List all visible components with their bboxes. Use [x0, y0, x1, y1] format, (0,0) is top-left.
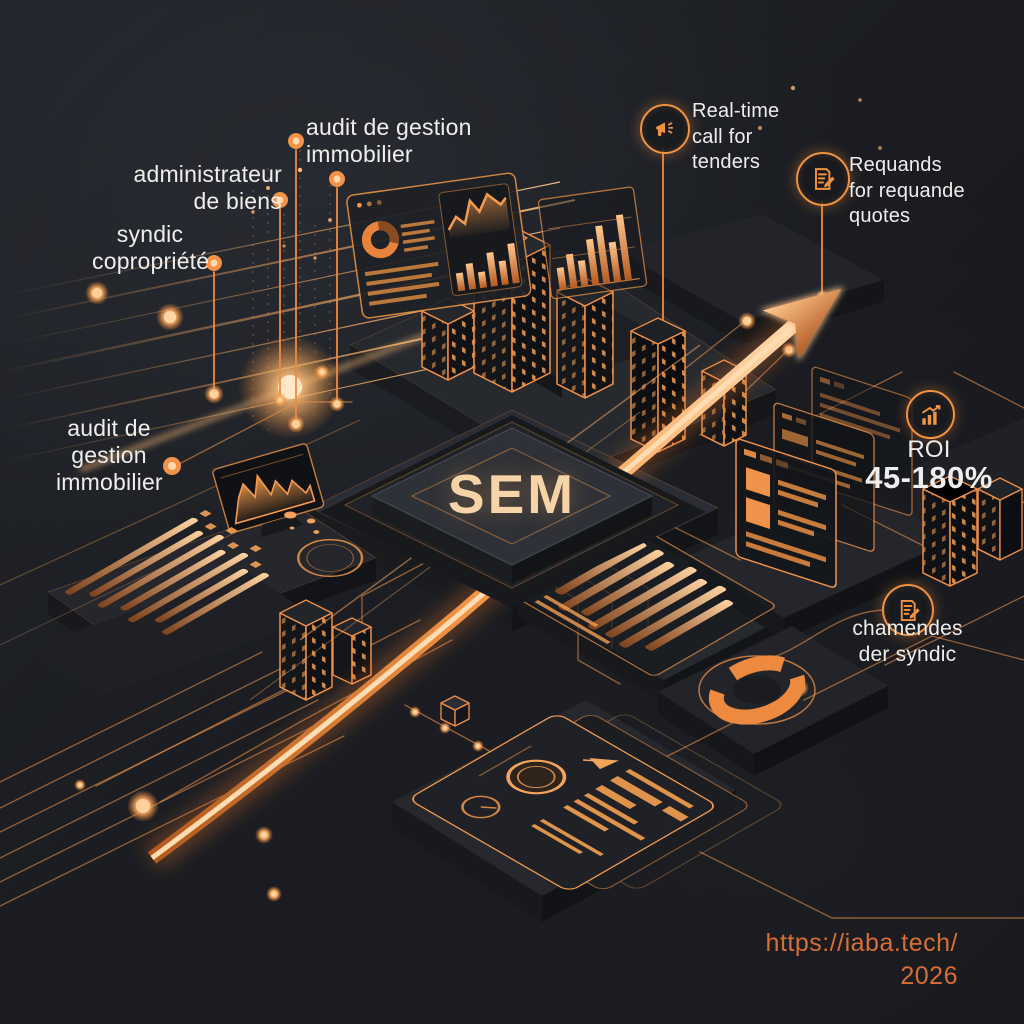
document-pencil-icon — [796, 152, 850, 206]
website-url: https://iaba.tech/ — [765, 929, 958, 957]
callout-line: der syndic — [858, 643, 957, 667]
callout-line: call for — [692, 125, 753, 148]
callout-line: immobilier — [56, 469, 163, 496]
callout-line: immobilier — [306, 141, 413, 168]
bar-chart-panel — [537, 186, 648, 300]
growth-chart-glyph — [921, 404, 941, 425]
callout-administrateur: administrateur de biens — [122, 161, 282, 215]
stacked-windows — [735, 366, 913, 588]
document-pencil-icon — [882, 584, 934, 636]
callout-syndic-copropriete: syndic copropriété — [92, 221, 210, 275]
building — [279, 599, 333, 701]
callout-line: Real-time — [692, 100, 780, 122]
small-cube — [440, 695, 470, 727]
document-card — [412, 714, 782, 890]
document-pencil-glyph — [900, 599, 920, 621]
left-bars-dashboard — [64, 510, 364, 635]
area-chart-screen — [212, 443, 325, 538]
footer-year: 2026 — [900, 961, 958, 990]
sem-chip — [320, 415, 706, 608]
callout-chamendes-syndic: chamendes der syndic — [835, 616, 980, 669]
doc-gauge — [461, 745, 532, 819]
building — [332, 617, 372, 685]
roi-label: ROI — [907, 436, 951, 463]
callout-line: gestion — [71, 442, 147, 469]
callout-audit-gestion-top: audit de gestion immobilier — [306, 114, 472, 168]
megaphone-glyph — [656, 122, 674, 137]
footer-url: https://iaba.tech/ 2026 — [766, 927, 958, 992]
arrowhead — [759, 287, 844, 362]
callout-line: audit de — [67, 415, 151, 441]
callout-line: audit de gestion — [306, 114, 472, 140]
building — [922, 475, 978, 587]
callout-line: Requands — [849, 154, 942, 176]
building — [977, 477, 1023, 561]
callout-line: quotes — [849, 205, 911, 228]
document-pencil-glyph — [815, 168, 835, 190]
donut-chart — [698, 655, 816, 725]
megaphone-icon — [640, 104, 690, 154]
building — [421, 297, 475, 381]
chip-label: SEM — [447, 463, 577, 525]
callout-line: chamendes — [852, 617, 963, 640]
callout-real-time-tenders: Real-time call for tenders — [692, 99, 779, 176]
growth-arrow — [143, 287, 844, 871]
window-tile — [746, 497, 770, 530]
donut-chart-mini — [361, 221, 399, 259]
callout-line: tenders — [692, 151, 761, 174]
window-tile — [746, 467, 770, 498]
rocket-glyph — [582, 758, 619, 770]
callout-line: copropriété — [92, 248, 210, 275]
gauge-ring — [297, 538, 364, 578]
area-chart — [234, 473, 316, 525]
callout-requands-quotes: Requands for requande quotes — [849, 153, 965, 230]
doc-text-lines — [531, 769, 694, 856]
dashboard-window — [346, 172, 532, 319]
callout-line: administrateur — [133, 161, 282, 187]
growth-chart-icon — [906, 390, 955, 439]
bar-chart-mini — [455, 243, 520, 292]
callout-line: de biens — [193, 188, 282, 215]
callout-line: for requande — [849, 179, 965, 202]
callout-line: syndic — [116, 221, 184, 247]
roi-value: 45-180% — [865, 460, 993, 495]
callout-audit-gestion-left: audit de gestion immobilier — [56, 415, 163, 496]
coin-badge — [506, 759, 567, 795]
